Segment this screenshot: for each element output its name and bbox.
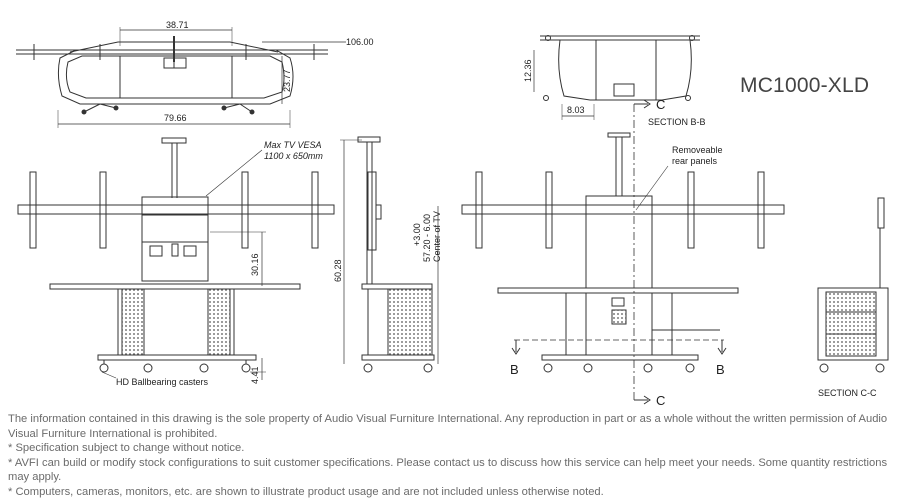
section-marker-c-top: C bbox=[656, 97, 665, 112]
panels-label-line1: Removeable bbox=[672, 145, 723, 155]
note-custom-build: * AVFI can build or modify stock configu… bbox=[8, 456, 888, 484]
dim-tv-center-label: Center of TV bbox=[432, 211, 442, 262]
dim-tv-center: 57.20 - 6.00 bbox=[422, 214, 432, 262]
dim-section-depth: 12.36 bbox=[523, 59, 533, 82]
dim-section-offset: 8.03 bbox=[567, 105, 585, 115]
note-property: The information contained in this drawin… bbox=[8, 413, 888, 440]
section-bb-view bbox=[533, 35, 700, 120]
side-view bbox=[340, 136, 439, 373]
note-accessories: * Computers, cameras, monitors, etc. are… bbox=[8, 485, 604, 498]
vesa-label: Max TV VESA bbox=[264, 140, 322, 150]
disclaimer-notes: The information contained in this drawin… bbox=[8, 412, 892, 500]
section-cc-view bbox=[817, 197, 889, 373]
dim-top-height: 23.77 bbox=[282, 69, 292, 92]
front-view bbox=[17, 137, 335, 380]
dim-overall-height: 60.28 bbox=[333, 259, 343, 282]
dim-top-depth: 106.00 bbox=[346, 37, 374, 47]
panels-label-line2: rear panels bbox=[672, 156, 718, 166]
dim-caster-height: 4.41 bbox=[250, 366, 260, 384]
dim-overall-width: 79.66 bbox=[164, 113, 187, 123]
section-bb-label: SECTION B-B bbox=[648, 117, 706, 127]
section-marker-c-bottom: C bbox=[656, 393, 665, 408]
dim-tv-center-adjust: +3.00 bbox=[412, 223, 422, 246]
vesa-size-label: 1100 x 650mm bbox=[264, 151, 323, 161]
technical-drawing: 38.71 106.00 23.77 79.66 12.36 8.03 30.1… bbox=[16, 20, 889, 408]
top-view bbox=[16, 27, 346, 128]
casters-label: HD Ballbearing casters bbox=[116, 377, 209, 387]
section-marker-b-right: B bbox=[716, 362, 725, 377]
model-title: MC1000-XLD bbox=[740, 74, 870, 97]
dim-top-width: 38.71 bbox=[166, 20, 189, 30]
rear-view bbox=[461, 99, 785, 405]
note-specification: * Specification subject to change withou… bbox=[8, 442, 245, 455]
section-marker-b-left: B bbox=[510, 362, 519, 377]
dim-shelf-height: 30.16 bbox=[250, 253, 260, 276]
section-cc-label: SECTION C-C bbox=[818, 388, 877, 398]
